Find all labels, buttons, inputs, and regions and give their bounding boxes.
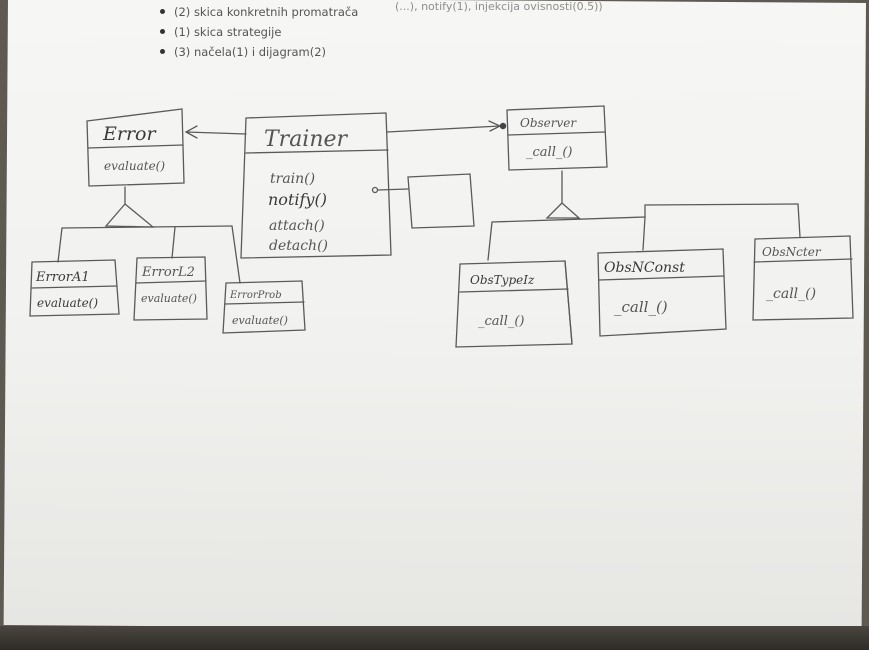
notify-note-connector [377,188,409,191]
error-a1-box [29,259,120,317]
cut-off-header-line: (...), notify(1), injekcija ovisnosti(0.… [395,0,603,13]
trainer-class-box [240,112,392,259]
obs-ncter-box [752,235,854,321]
obs-ncter-method: _call_() [766,286,816,302]
table-surface [0,626,869,650]
error-class-method: evaluate() [104,159,165,173]
obs-n-const-method: _call_() [614,298,668,316]
error-l2-method: evaluate() [141,292,197,305]
observer-class-box [506,105,608,171]
trainer-class-name: Trainer [264,127,349,152]
error-inheritance-tree [57,186,241,284]
trainer-observer-dot [499,122,507,130]
error-l2-name: ErrorL2 [141,265,195,280]
grading-bullet-list: (2) skica konkretnih promatrača (1) skic… [160,2,358,62]
notify-note-box [407,173,475,229]
bullet-dot-icon [160,9,165,14]
trainer-method-notify: notify() [268,190,327,209]
obs-type-iz-method: _call_() [478,314,525,329]
error-a1-name: ErrorA1 [35,270,90,285]
error-prob-box [222,280,306,334]
observer-class-method: _call_() [526,145,573,160]
bullet-item: (3) načela(1) i dijagram(2) [160,42,358,62]
observer-class-name: Observer [520,116,577,130]
trainer-method-attach: attach() [269,218,325,234]
bullet-item: (2) skica konkretnih promatrača [160,2,358,22]
trainer-method-train: train() [270,171,315,187]
obs-n-const-name: ObsNConst [604,260,685,276]
trainer-error-arrowhead [184,125,198,139]
trainer-observer-association [386,125,501,133]
error-class-box [86,108,185,187]
trainer-error-association [185,131,247,135]
bullet-dot-icon [160,49,165,54]
error-class-name: Error [102,123,157,145]
trainer-method-detach: detach() [269,238,328,254]
bullet-item: (1) skica strategije [160,22,358,42]
error-l2-box [133,256,208,321]
error-prob-method: evaluate() [232,314,288,327]
error-a1-method: evaluate() [37,296,98,310]
obs-type-iz-name: ObsTypeIz [470,273,535,287]
notify-note-anchor [371,186,379,194]
obs-n-const-box [597,248,727,337]
observer-inheritance-tree [487,170,801,261]
obs-ncter-name: ObsNcter [762,245,822,259]
bullet-dot-icon [160,29,165,34]
error-prob-name: ErrorProb [229,290,282,301]
obs-type-iz-box [455,260,573,348]
